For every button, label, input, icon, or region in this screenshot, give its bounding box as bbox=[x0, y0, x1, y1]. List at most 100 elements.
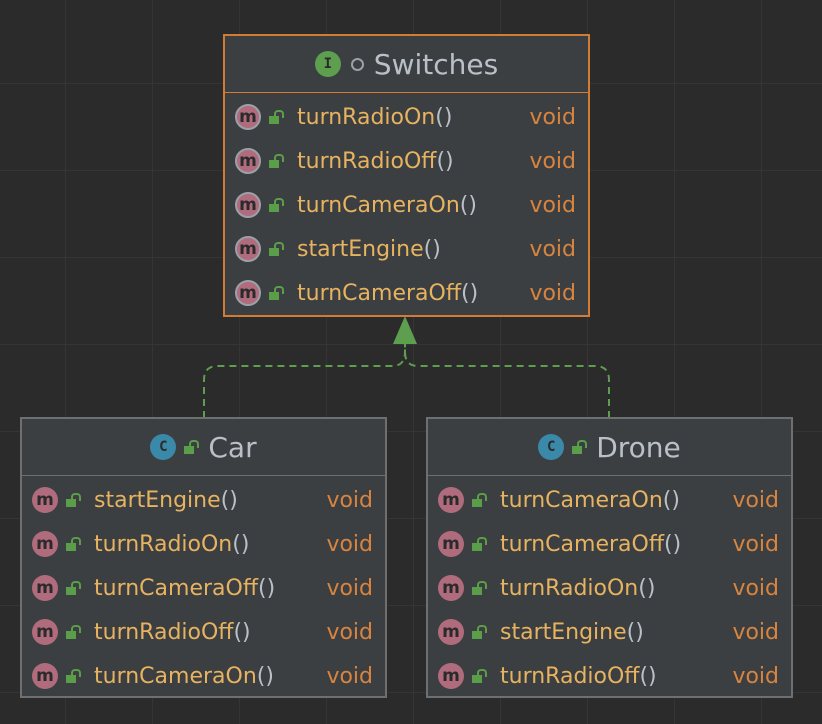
method-return-type: void bbox=[732, 487, 779, 513]
switches-method-row[interactable]: m turnCameraOn() void bbox=[225, 183, 588, 227]
method-parens: () bbox=[423, 236, 441, 262]
car-method-row[interactable]: m startEngine() void bbox=[22, 478, 385, 522]
switches-method-row[interactable]: m turnRadioOff() void bbox=[225, 139, 588, 183]
drone-realization-line bbox=[404, 344, 610, 418]
car-method-row[interactable]: m turnCameraOff() void bbox=[22, 566, 385, 610]
public-lock-icon bbox=[66, 537, 81, 551]
method-return-type: void bbox=[326, 487, 373, 513]
method-return-type: void bbox=[529, 280, 576, 306]
switches-method-row[interactable]: m turnCameraOff() void bbox=[225, 271, 588, 315]
method-icon: m bbox=[235, 192, 261, 218]
car-method-row[interactable]: m turnRadioOff() void bbox=[22, 610, 385, 654]
public-lock-icon bbox=[572, 440, 588, 454]
switches-title: Switches bbox=[373, 47, 499, 81]
public-lock-icon bbox=[472, 625, 487, 639]
switches-header: I Switches bbox=[225, 36, 588, 93]
method-icon: m bbox=[438, 663, 464, 689]
method-parens: () bbox=[220, 487, 238, 513]
class-icon: C bbox=[150, 434, 177, 460]
drone-title: Drone bbox=[596, 430, 681, 464]
method-icon: m bbox=[438, 487, 464, 513]
method-name: turnCameraOff bbox=[94, 575, 258, 601]
public-lock-icon bbox=[66, 581, 81, 595]
method-icon: m bbox=[438, 575, 464, 601]
switches-method-row[interactable]: m startEngine() void bbox=[225, 227, 588, 271]
method-icon: m bbox=[235, 148, 261, 174]
method-parens: () bbox=[663, 531, 682, 557]
method-icon: m bbox=[32, 531, 58, 557]
drone-method-row[interactable]: m turnRadioOff() void bbox=[428, 654, 791, 698]
method-name: turnRadioOn bbox=[94, 531, 233, 557]
public-lock-icon bbox=[66, 625, 81, 639]
method-name: turnRadioOn bbox=[500, 575, 639, 601]
method-icon: m bbox=[32, 575, 58, 601]
method-name: turnCameraOn bbox=[500, 487, 663, 513]
switches-method-row[interactable]: m turnRadioOn() void bbox=[225, 95, 588, 139]
method-parens: () bbox=[626, 619, 644, 645]
public-lock-icon bbox=[269, 286, 284, 300]
public-lock-icon bbox=[269, 110, 284, 124]
method-name: startEngine bbox=[500, 619, 627, 645]
method-return-type: void bbox=[326, 531, 373, 557]
public-lock-icon bbox=[472, 669, 487, 683]
method-icon: m bbox=[235, 236, 261, 262]
method-name: turnCameraOn bbox=[297, 192, 460, 218]
method-parens: () bbox=[233, 619, 251, 645]
drone-header: C Drone bbox=[428, 419, 791, 476]
car-method-row[interactable]: m turnRadioOn() void bbox=[22, 522, 385, 566]
interface-icon: I bbox=[314, 51, 341, 77]
switches-interface-box[interactable]: I Switches m turnRadioOn() void m turnRa… bbox=[223, 34, 590, 317]
method-return-type: void bbox=[529, 104, 576, 130]
drone-method-row[interactable]: m turnRadioOn() void bbox=[428, 566, 791, 610]
switches-method-list: m turnRadioOn() void m turnRadioOff() vo… bbox=[225, 93, 588, 315]
method-icon: m bbox=[438, 531, 464, 557]
method-icon: m bbox=[32, 663, 58, 689]
car-header: C Car bbox=[22, 419, 385, 476]
method-return-type: void bbox=[326, 575, 373, 601]
method-icon: m bbox=[32, 487, 58, 513]
method-icon: m bbox=[32, 619, 58, 645]
public-lock-icon bbox=[66, 493, 81, 507]
method-name: turnRadioOff bbox=[94, 619, 234, 645]
method-return-type: void bbox=[732, 663, 779, 689]
method-icon: m bbox=[438, 619, 464, 645]
car-title: Car bbox=[208, 430, 257, 464]
public-lock-icon bbox=[66, 669, 81, 683]
class-icon: C bbox=[538, 434, 565, 460]
car-realization-line bbox=[203, 344, 406, 418]
method-return-type: void bbox=[529, 192, 576, 218]
drone-class-box[interactable]: C Drone m turnCameraOn() void m turnCame… bbox=[426, 417, 793, 698]
car-class-box[interactable]: C Car m startEngine() void m turnRadioOn… bbox=[20, 417, 387, 698]
method-parens: () bbox=[435, 104, 453, 130]
method-parens: () bbox=[460, 280, 479, 306]
method-name: turnRadioOff bbox=[500, 663, 640, 689]
drone-method-row[interactable]: m startEngine() void bbox=[428, 610, 791, 654]
method-name: startEngine bbox=[297, 236, 424, 262]
method-parens: () bbox=[256, 663, 274, 689]
method-name: turnCameraOn bbox=[94, 663, 257, 689]
method-parens: () bbox=[232, 531, 250, 557]
method-return-type: void bbox=[732, 575, 779, 601]
public-lock-icon bbox=[269, 242, 284, 256]
method-name: turnRadioOff bbox=[297, 148, 437, 174]
realization-arrowhead-icon bbox=[393, 316, 417, 344]
drone-method-row[interactable]: m turnCameraOff() void bbox=[428, 522, 791, 566]
method-parens: () bbox=[459, 192, 477, 218]
public-lock-icon bbox=[184, 440, 200, 454]
method-name: startEngine bbox=[94, 487, 221, 513]
package-dot-icon bbox=[350, 57, 364, 71]
car-method-list: m startEngine() void m turnRadioOn() voi… bbox=[22, 476, 385, 698]
method-return-type: void bbox=[529, 236, 576, 262]
method-parens: () bbox=[257, 575, 276, 601]
method-return-type: void bbox=[326, 663, 373, 689]
method-parens: () bbox=[662, 487, 680, 513]
public-lock-icon bbox=[269, 154, 284, 168]
public-lock-icon bbox=[269, 198, 284, 212]
method-parens: () bbox=[436, 148, 454, 174]
drone-method-list: m turnCameraOn() void m turnCameraOff() … bbox=[428, 476, 791, 698]
car-method-row[interactable]: m turnCameraOn() void bbox=[22, 654, 385, 698]
method-icon: m bbox=[235, 104, 261, 130]
method-return-type: void bbox=[326, 619, 373, 645]
drone-method-row[interactable]: m turnCameraOn() void bbox=[428, 478, 791, 522]
